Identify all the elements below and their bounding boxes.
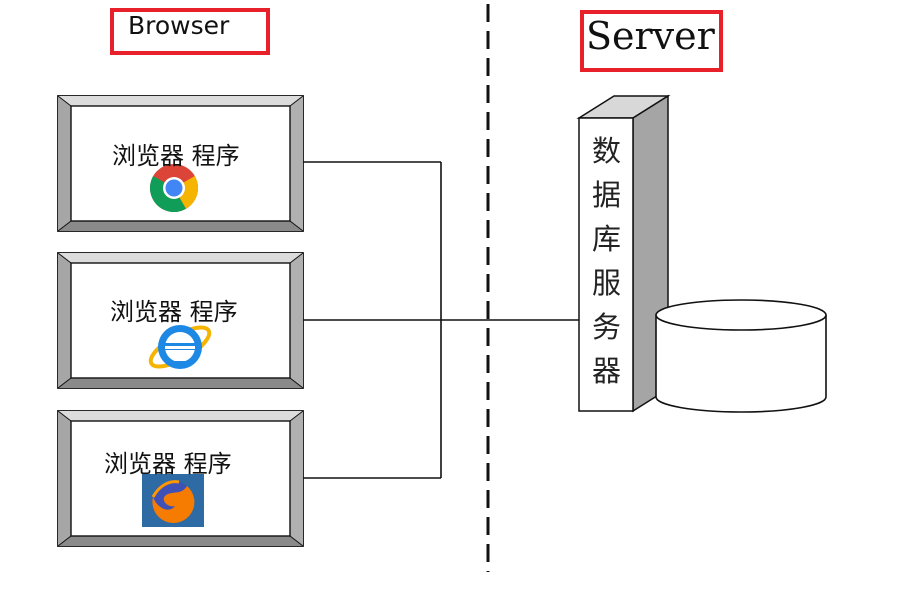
browser-header: Browser [128, 11, 230, 40]
database-server-tower [576, 94, 671, 413]
database-server-label-char: 务 [592, 310, 622, 344]
internet-explorer-icon [148, 325, 212, 369]
browser-program-label: 浏览器 程序 [112, 142, 240, 170]
firefox-icon [142, 474, 204, 527]
server-highlight-box [580, 10, 723, 72]
server-header: Server [586, 14, 715, 58]
database-server-label-char: 据 [592, 178, 622, 212]
browser-program-box [57, 95, 304, 232]
browser-highlight-box [110, 8, 270, 55]
database-server-label-char: 数 [592, 134, 622, 168]
browser-program-label: 浏览器 程序 [110, 298, 238, 326]
chrome-icon [149, 164, 199, 213]
database-server-label-char: 库 [592, 222, 622, 256]
database-server-label-char: 服 [592, 266, 622, 300]
database-server-label-char: 器 [592, 354, 622, 388]
database-cylinder-icon [655, 299, 827, 413]
connector-lines [303, 161, 580, 479]
browser-program-label: 浏览器 程序 [104, 450, 232, 478]
